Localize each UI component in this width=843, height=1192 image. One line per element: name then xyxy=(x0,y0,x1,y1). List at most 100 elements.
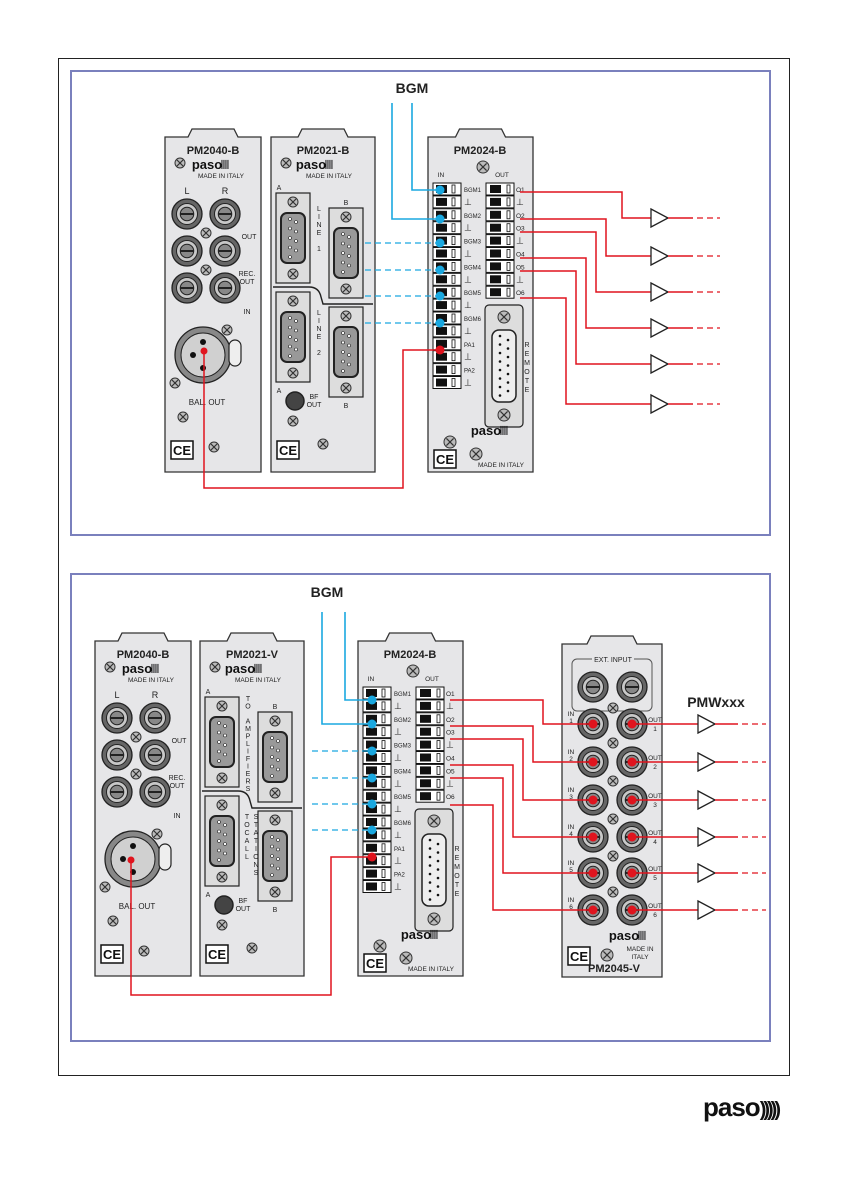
top-remote-pin xyxy=(498,368,502,372)
bottom-label-stations-char: S xyxy=(254,870,259,877)
top-out-terminal-label: O4 xyxy=(516,252,525,259)
bottom-in-terminal-label-line: BGM4 xyxy=(394,769,412,775)
screw-icon xyxy=(373,939,387,953)
screw-slot xyxy=(171,379,179,387)
top-label-line1-char: N xyxy=(316,222,321,229)
bottom-in-terminal-label-line: ⊥ xyxy=(394,727,402,737)
dsub-pin xyxy=(223,743,227,747)
screw-slot xyxy=(478,162,488,172)
top-label-line2-char: 2 xyxy=(317,350,321,357)
bottom-label-rec-out: REC.OUT xyxy=(169,775,186,790)
screw-slot xyxy=(101,883,109,891)
top-in-terminal-label: ⊥ xyxy=(464,274,472,284)
top-label-line2-char-line: N xyxy=(316,326,321,333)
bottom-label-to-amplifiers-char-line: A xyxy=(246,719,251,726)
bottom-label-to-call-char: O xyxy=(244,822,250,829)
top-pm2021-model: PM2021-B xyxy=(297,145,350,157)
dsub-pin xyxy=(341,369,345,373)
top-out-terminal-block xyxy=(490,197,501,206)
paso-logo-text-line: paso xyxy=(609,928,639,943)
top-label-remote-char: T xyxy=(525,378,530,385)
top-remote-pin xyxy=(498,334,502,338)
bottom-in-terminal-label: PA2 xyxy=(394,873,406,879)
top-label-remote-char-line: T xyxy=(525,378,530,385)
bottom-label-to-amplifiers-char: S xyxy=(246,786,251,793)
top-bgm-terminal-dot-6 xyxy=(435,318,445,328)
dsub-screw-icon xyxy=(216,799,228,811)
dsub-pin xyxy=(294,229,298,234)
screw-icon xyxy=(476,160,490,174)
top-in-terminal-latch xyxy=(451,313,456,323)
dsub-screw-icon xyxy=(269,886,281,898)
screw-icon xyxy=(221,324,233,336)
brand-logo-stripes-icon: ))))) xyxy=(759,1099,781,1121)
bottom-out-wire-5 xyxy=(450,777,593,874)
top-in-terminal-label-line: ⊥ xyxy=(464,378,472,388)
bottom-in-terminal-block xyxy=(366,843,377,852)
dsub-pin xyxy=(294,248,298,253)
bottom-label-bf-out-line: BF xyxy=(239,898,248,905)
bottom-label-in-line: IN xyxy=(174,813,181,820)
bottom-in-terminal-latch xyxy=(381,701,386,711)
bottom-label-stations-char: T xyxy=(254,822,259,829)
top-in-terminal-latch xyxy=(451,287,456,297)
bottom-remote-pin xyxy=(428,881,432,884)
ext-input-label-bg xyxy=(592,654,634,664)
bottom-label-to-amplifiers-char: M xyxy=(245,726,251,733)
bottom-out-terminal-label-line: O4 xyxy=(446,756,455,763)
bottom-in-terminal-label-line: ⊥ xyxy=(394,753,402,763)
top-label-out-line: OUT xyxy=(242,234,258,241)
top-amplifier-icon-3 xyxy=(650,281,670,303)
top-label-a-bottom-line: A xyxy=(277,388,282,395)
bottom-in-terminal-latch xyxy=(381,869,386,878)
dsub-pin xyxy=(288,245,292,250)
top-pm2024-model-line: PM2024-B xyxy=(454,145,507,157)
top-pm2040-logo: paso xyxy=(192,157,229,172)
bottom-label-out: OUT xyxy=(425,676,439,683)
top-pm2021-made-in: MADE IN ITALY xyxy=(306,173,353,180)
top-bgm-terminal-dot-4 xyxy=(435,265,445,275)
dsub-pin xyxy=(341,340,345,345)
dsub-pin xyxy=(276,847,280,852)
bottom-label-stations-char-line: A xyxy=(254,830,259,837)
bottom-jack-left-3 xyxy=(101,776,133,808)
top-in-terminal-block xyxy=(436,314,447,322)
top-label-in: IN xyxy=(438,172,445,179)
bottom-amp-label-line: PMWxxx xyxy=(687,694,745,710)
top-in-terminal-label: ⊥ xyxy=(464,378,472,388)
bottom-label-rec-out-line: REC. xyxy=(169,775,186,782)
bottom-label-left-line: L xyxy=(114,690,119,700)
top-in-terminal-label: BGM5 xyxy=(464,291,482,297)
top-remote-pin xyxy=(498,394,502,397)
top-in-terminal-label-line: PA2 xyxy=(464,369,476,375)
top-label-remote-char: R xyxy=(524,342,529,349)
bottom-remote-pin xyxy=(428,889,432,893)
dsub-shell xyxy=(333,227,359,279)
bottom-label-stations-char: T xyxy=(254,838,259,845)
bottom-label-to-amplifiers-char: F xyxy=(246,756,250,763)
ce-box xyxy=(100,944,124,964)
dsub-pin xyxy=(270,835,274,839)
top-remote-pin xyxy=(506,347,510,350)
pm2045-out-label-4-line: 4 xyxy=(653,839,657,846)
top-in-terminal-label: ⊥ xyxy=(464,223,472,233)
top-label-line2-char: I xyxy=(318,318,320,325)
bottom-in-terminal-block xyxy=(366,689,377,697)
bottom-out-terminal-label: O4 xyxy=(446,756,455,763)
bottom-pm2021-logo: paso xyxy=(225,661,262,676)
bottom-in-terminal-latch xyxy=(381,727,386,737)
bottom-in-terminal-latch xyxy=(381,856,386,866)
top-pm2040-model-line: PM2040-B xyxy=(187,145,240,157)
top-in-terminal-label-line: ⊥ xyxy=(464,249,472,259)
top-xlr-latch xyxy=(228,339,242,367)
pm2045-model-line: PM2045-V xyxy=(588,963,641,975)
bottom-out-terminal-latch xyxy=(436,701,441,711)
top-in-terminal-block xyxy=(436,339,447,348)
top-label-out-line: OUT xyxy=(495,172,509,179)
top-pm2021-made-in-line: MADE IN ITALY xyxy=(306,173,353,180)
bottom-in-terminal-latch xyxy=(381,804,386,814)
bottom-bf-out-jack-icon xyxy=(214,895,234,915)
bottom-out-terminal-label: O5 xyxy=(446,768,455,775)
